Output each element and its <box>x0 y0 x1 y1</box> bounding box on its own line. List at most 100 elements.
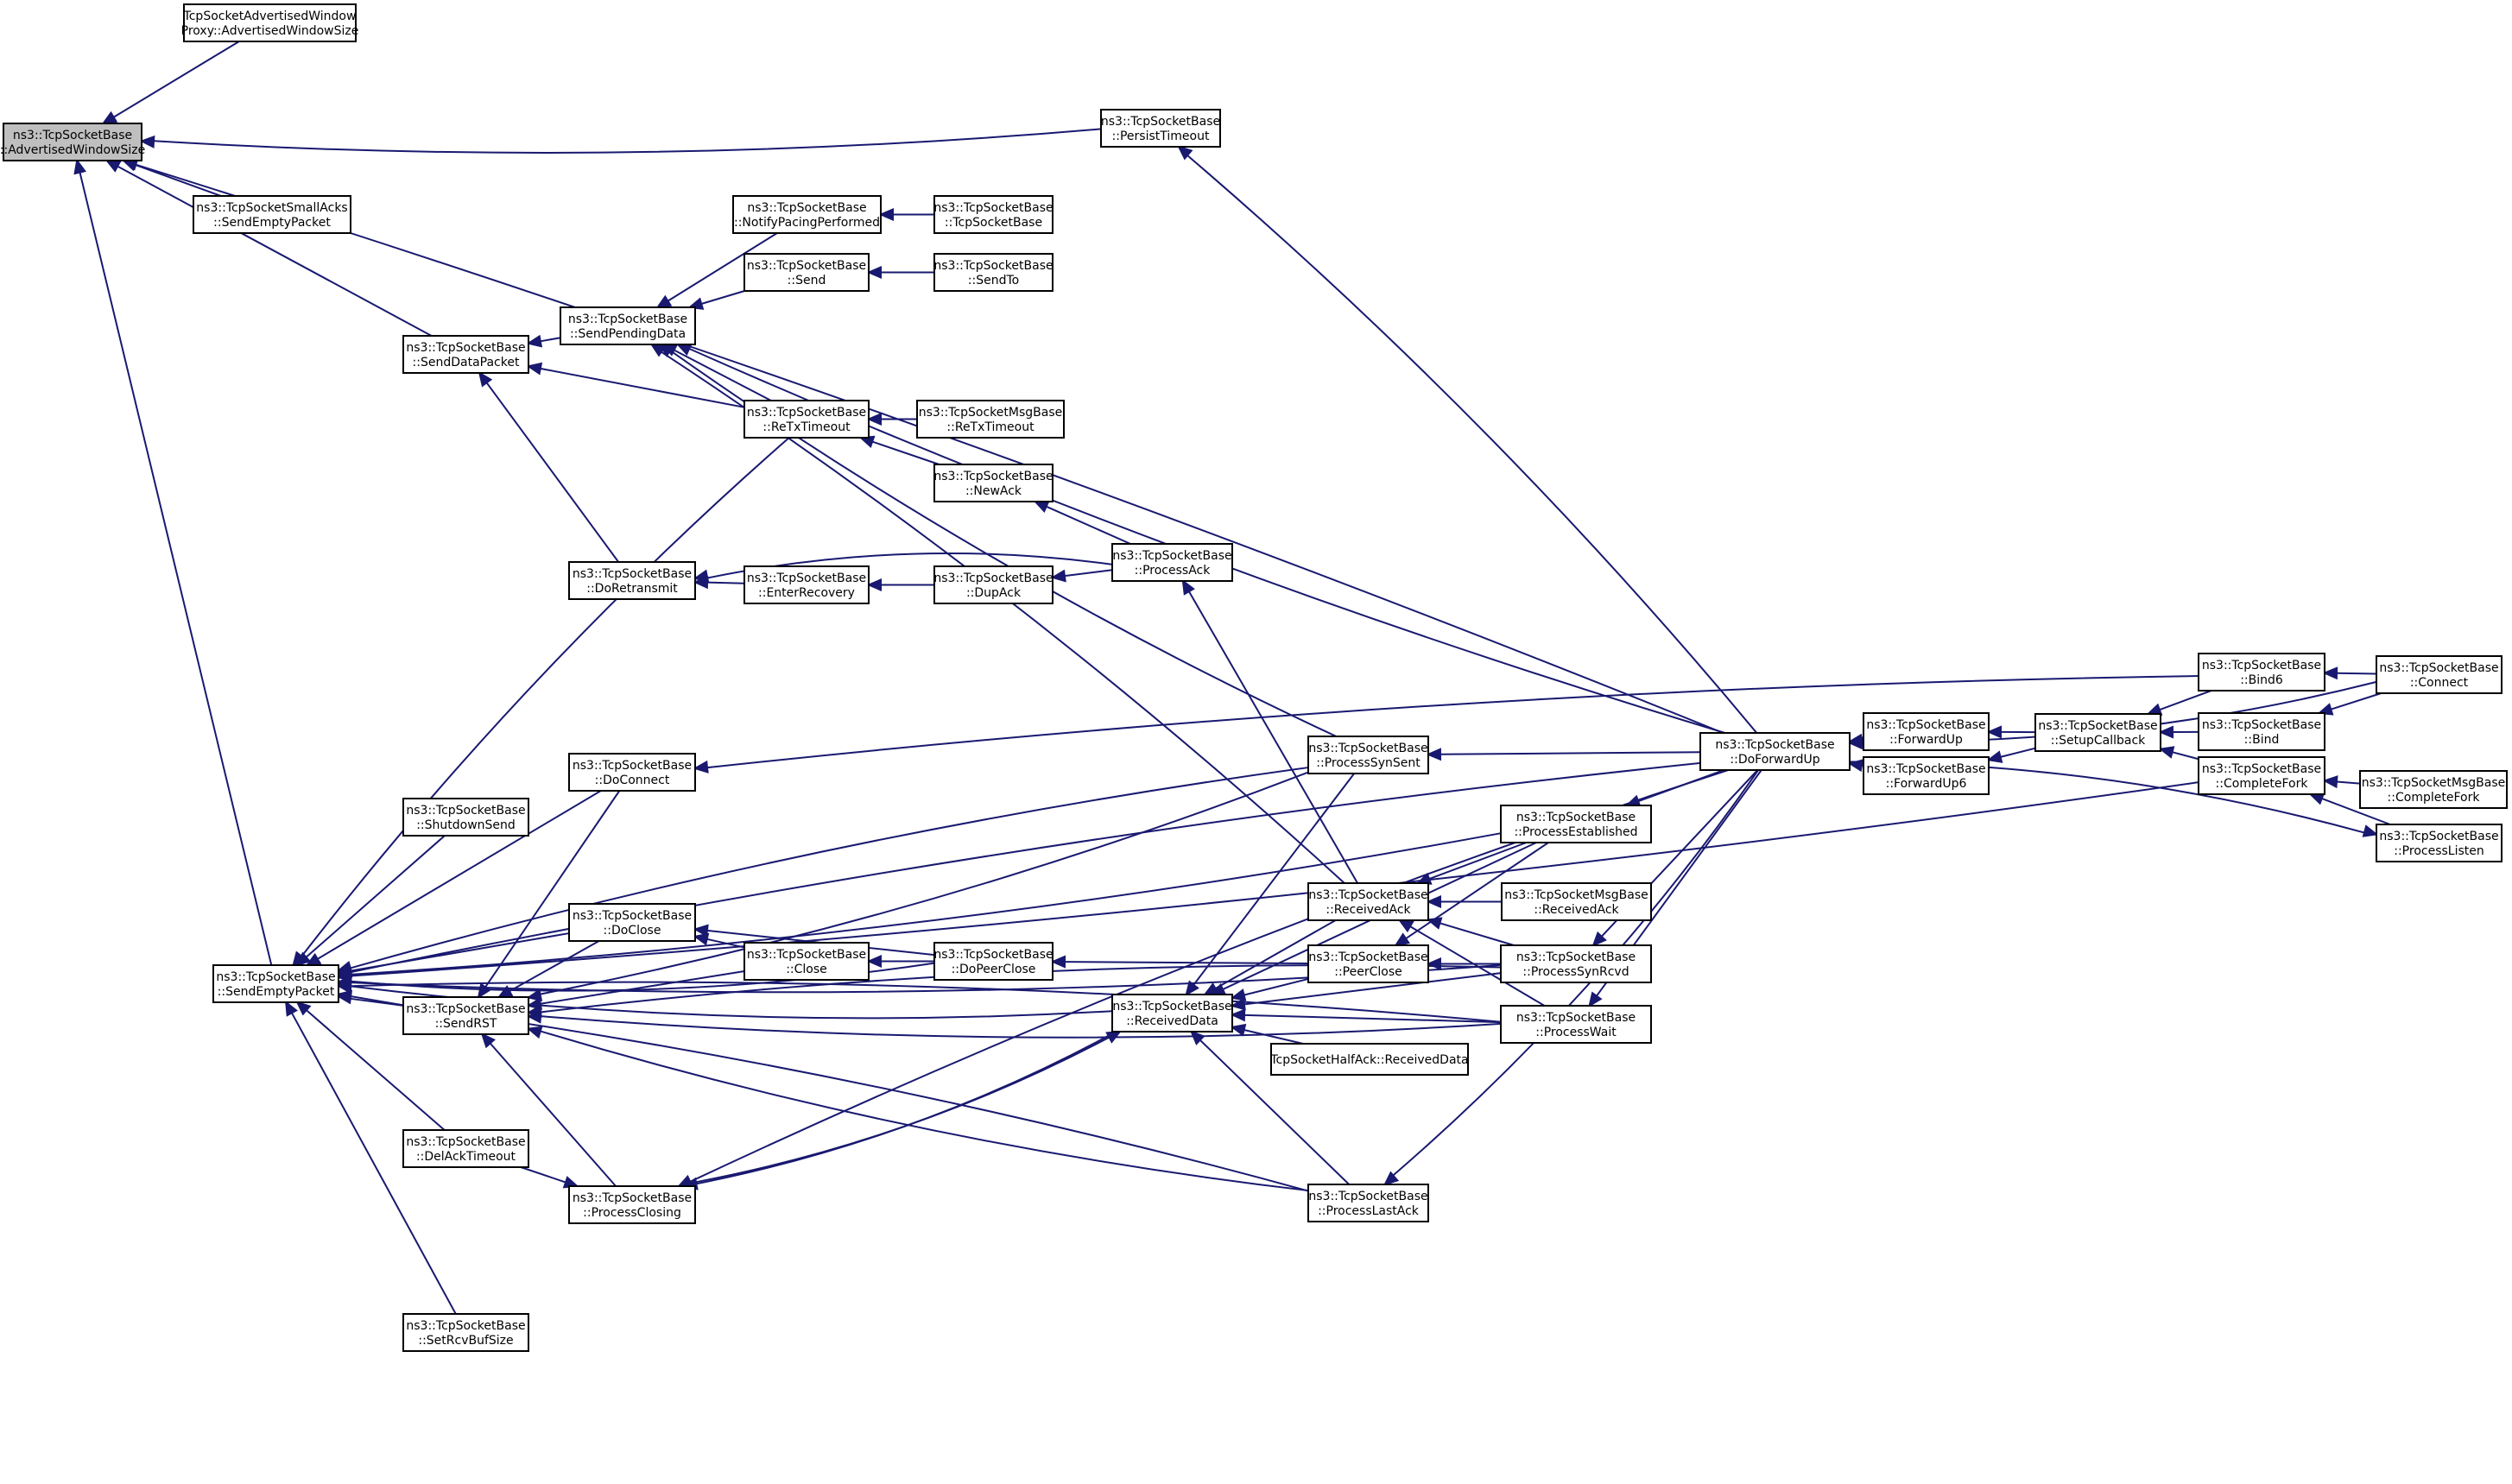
node-label-line: ns3::TcpSocketBase <box>1308 888 1427 902</box>
node-synrcvd[interactable]: ns3::TcpSocketBase::ProcessSynRcvd <box>1500 944 1652 983</box>
node-closing[interactable]: ns3::TcpSocketBase::ProcessClosing <box>568 1185 696 1224</box>
node-label-line: ::PersistTimeout <box>1112 129 1210 143</box>
edge-line <box>540 1030 1309 1192</box>
node-box <box>212 964 339 1003</box>
node-fwdup[interactable]: ns3::TcpSocketBase::ForwardUp <box>1863 712 1990 751</box>
node-listen[interactable]: ns3::TcpSocketBase::ProcessListen <box>2376 824 2503 862</box>
node-label-line: ::EnterRecovery <box>758 586 855 600</box>
arrowhead-icon <box>1426 748 1442 761</box>
node-bind[interactable]: ns3::TcpSocketBase::Bind <box>2198 712 2325 751</box>
arrowhead-icon <box>284 1000 298 1017</box>
node-docon[interactable]: ns3::TcpSocketBase::DoConnect <box>568 753 696 792</box>
node-lastack[interactable]: ns3::TcpSocketBase::ProcessLastAck <box>1307 1184 1429 1222</box>
node-established[interactable]: ns3::TcpSocketBase::ProcessEstablished <box>1500 805 1652 843</box>
call-edge-procwait-to-sendempty <box>336 978 1502 1023</box>
call-edge-synsent-to-sendrst <box>526 771 1309 1002</box>
node-doretrans[interactable]: ns3::TcpSocketBase::DoRetransmit <box>568 561 696 600</box>
node-label-line: ns3::TcpSocketBase <box>573 567 692 581</box>
node-setupcb[interactable]: ns3::TcpSocketBase::SetupCallback <box>2034 713 2161 752</box>
node-label-line: ns3::TcpSocketBase <box>13 129 132 142</box>
node-recvdata[interactable]: ns3::TcpSocketBase::ReceivedData <box>1111 994 1233 1032</box>
node-synsent[interactable]: ns3::TcpSocketBase::ProcessSynSent <box>1307 736 1429 774</box>
arrowhead-icon <box>336 991 352 1005</box>
node-dofwd[interactable]: ns3::TcpSocketBase::DoForwardUp <box>1699 732 1851 771</box>
node-label-line: ns3::TcpSocketBase <box>573 759 692 773</box>
node-enterrec[interactable]: ns3::TcpSocketBase::EnterRecovery <box>743 565 870 604</box>
node-newack[interactable]: ns3::TcpSocketBase::NewAck <box>933 464 1054 502</box>
node-box <box>402 1129 529 1168</box>
node-sendrst[interactable]: ns3::TcpSocketBase::SendRST <box>402 996 529 1035</box>
arrowhead-icon <box>655 294 673 309</box>
node-setrcv[interactable]: ns3::TcpSocketBase::SetRcvBufSize <box>402 1313 529 1352</box>
arrowhead-icon <box>526 1010 542 1024</box>
node-box <box>560 306 696 345</box>
node-label-line: ns3::TcpSocketBase <box>1715 738 1834 752</box>
edge-line <box>1405 842 1549 940</box>
node-box <box>1500 1005 1652 1044</box>
arrowhead-icon <box>1230 1023 1247 1037</box>
edge-line <box>350 761 1701 974</box>
call-edge-closing-to-sendrst <box>480 1032 617 1187</box>
node-sendpending[interactable]: ns3::TcpSocketBase::SendPendingData <box>560 306 696 345</box>
node-root[interactable]: ns3::TcpSocketBase::AdvertisedWindowSize <box>0 123 145 161</box>
node-persist[interactable]: ns3::TcpSocketBase::PersistTimeout <box>1100 109 1221 148</box>
node-box <box>1307 944 1429 983</box>
node-msgcompletefork[interactable]: ns3::TcpSocketMsgBase::CompleteFork <box>2359 770 2508 809</box>
node-fwdup6[interactable]: ns3::TcpSocketBase::ForwardUp6 <box>1863 756 1990 795</box>
edge-line <box>1199 1039 1351 1185</box>
node-peerclose[interactable]: ns3::TcpSocketBase::PeerClose <box>1307 944 1429 983</box>
node-label-line: ::SendEmptyPacket <box>218 985 335 999</box>
node-label-line: ::SendRST <box>435 1017 497 1031</box>
node-sendto[interactable]: ns3::TcpSocketBase::SendTo <box>933 253 1054 292</box>
node-smallacks[interactable]: ns3::TcpSocketSmallAcks::SendEmptyPacket <box>193 195 351 234</box>
edge-line <box>1637 769 1724 803</box>
node-proxy[interactable]: TcpSocketAdvertisedWindowProxy::Advertis… <box>181 3 359 42</box>
node-send[interactable]: ns3::TcpSocketBase::Send <box>743 253 870 292</box>
node-box <box>2198 712 2325 751</box>
node-label-line: ::ReTxTimeout <box>762 420 851 434</box>
node-dupack[interactable]: ns3::TcpSocketBase::DupAck <box>933 565 1054 604</box>
arrowhead-icon <box>866 265 882 280</box>
node-box <box>2198 756 2325 795</box>
arrowhead-icon <box>2322 666 2338 680</box>
node-dopeer[interactable]: ns3::TcpSocketBase::DoPeerClose <box>933 942 1054 981</box>
arrowhead-icon <box>1050 569 1066 583</box>
node-label-line: ns3::TcpSocketBase <box>1308 1190 1427 1203</box>
node-doclose[interactable]: ns3::TcpSocketBase::DoClose <box>568 903 696 942</box>
node-box <box>1863 712 1990 751</box>
node-halfack[interactable]: TcpSocketHalfAck::ReceivedData <box>1269 1043 1469 1076</box>
edge-line <box>2159 690 2212 711</box>
node-senddata[interactable]: ns3::TcpSocketBase::SendDataPacket <box>402 335 529 374</box>
node-completefork[interactable]: ns3::TcpSocketBase::CompleteFork <box>2198 756 2325 795</box>
call-edge-sendpending-to-senddata <box>526 334 561 348</box>
arrowhead-icon <box>526 334 543 348</box>
node-msgretx[interactable]: ns3::TcpSocketMsgBase::ReTxTimeout <box>916 400 1065 439</box>
node-bind6[interactable]: ns3::TcpSocketBase::Bind6 <box>2198 653 2325 691</box>
node-notifypacing[interactable]: ns3::TcpSocketBase::NotifyPacingPerforme… <box>732 195 882 234</box>
arrowhead-icon <box>477 982 491 1000</box>
node-label-line: ns3::TcpSocketBase <box>1308 950 1427 964</box>
node-sendempty[interactable]: ns3::TcpSocketBase::SendEmptyPacket <box>212 964 339 1003</box>
node-label-line: ns3::TcpSocketBase <box>1866 718 1985 732</box>
node-connect[interactable]: ns3::TcpSocketBase::Connect <box>2376 655 2503 694</box>
node-ctor[interactable]: ns3::TcpSocketBase::TcpSocketBase <box>933 195 1054 234</box>
node-label-line: ::ProcessLastAck <box>1318 1204 1420 1218</box>
node-recvack[interactable]: ns3::TcpSocketBase::ReceivedAck <box>1307 882 1429 921</box>
edge-line <box>1186 155 1758 734</box>
node-msgrecvack[interactable]: ns3::TcpSocketMsgBase::ReceivedAck <box>1501 882 1652 921</box>
node-delack[interactable]: ns3::TcpSocketBase::DelAckTimeout <box>402 1129 529 1168</box>
node-label-line: ::ProcessSynRcvd <box>1522 965 1629 979</box>
call-edge-connect-to-bind <box>2317 692 2382 716</box>
node-box <box>568 1185 696 1224</box>
node-close[interactable]: ns3::TcpSocketBase::Close <box>743 942 870 981</box>
node-procwait[interactable]: ns3::TcpSocketBase::ProcessWait <box>1500 1005 1652 1044</box>
node-retx[interactable]: ns3::TcpSocketBase::ReTxTimeout <box>743 400 870 439</box>
node-box <box>732 195 882 234</box>
node-label-line: ::CompleteFork <box>2216 777 2309 791</box>
node-procack[interactable]: ns3::TcpSocketBase::ProcessAck <box>1111 543 1233 582</box>
call-edge-dupack-to-enterrec <box>866 578 935 592</box>
node-box <box>933 253 1054 292</box>
call-edge-procwait-to-recvdata <box>1230 1008 1502 1024</box>
arrowhead-icon <box>1230 988 1247 1001</box>
node-shutdown[interactable]: ns3::TcpSocketBase::ShutdownSend <box>402 798 529 837</box>
